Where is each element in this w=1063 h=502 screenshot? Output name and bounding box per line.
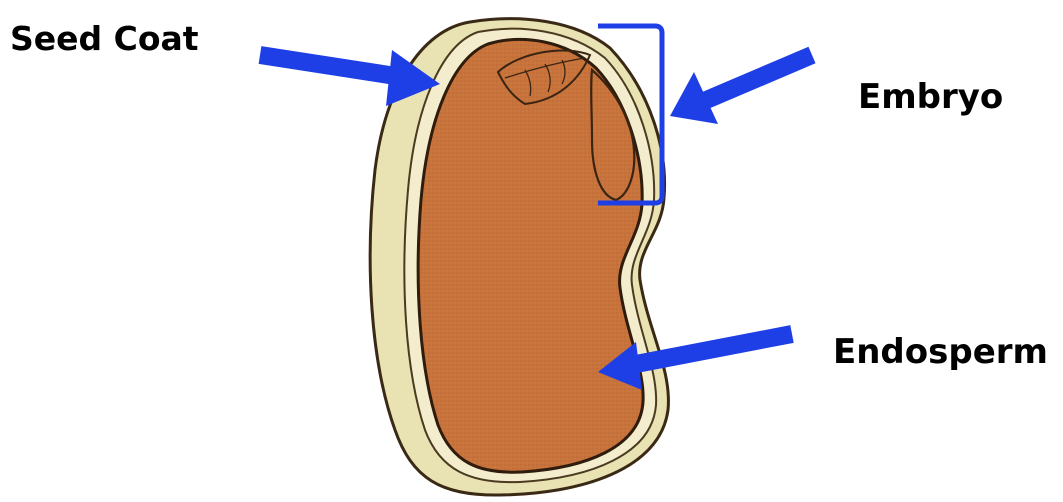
endosperm-label: Endosperm: [833, 335, 1048, 369]
embryo-label: Embryo: [858, 80, 1003, 114]
seed-coat-label: Seed Coat: [10, 22, 199, 55]
endosperm-shape: [418, 39, 643, 472]
embryo-arrow: [670, 55, 812, 124]
